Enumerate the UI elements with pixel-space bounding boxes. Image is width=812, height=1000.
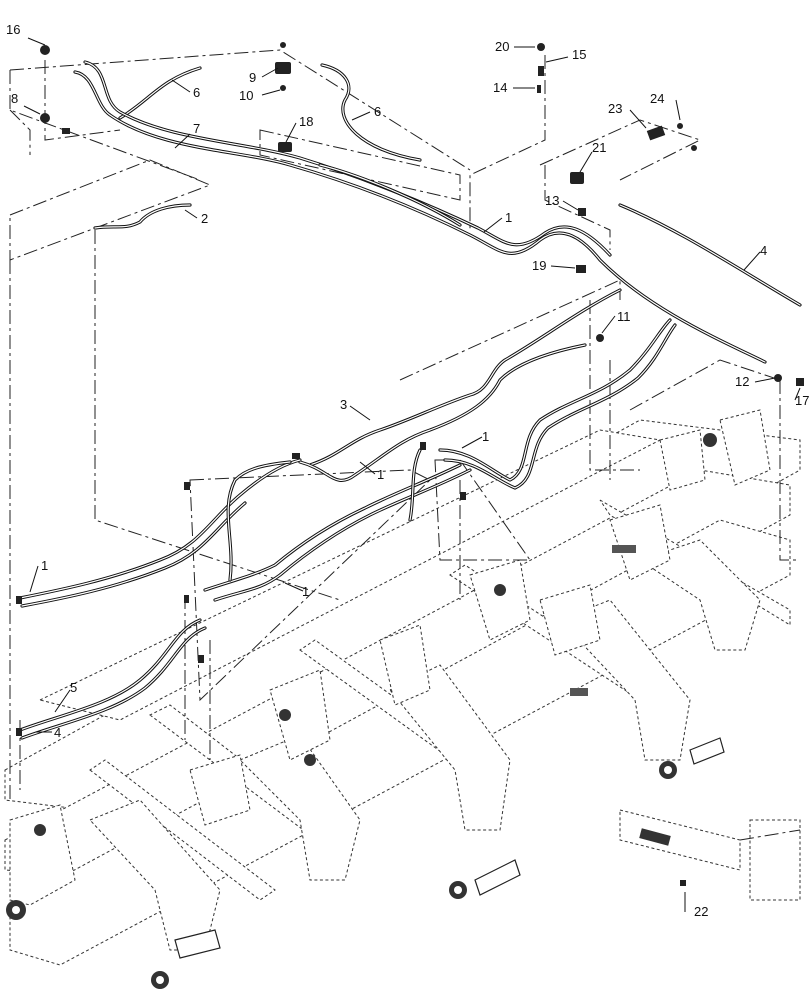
callout-6-left: 6: [193, 85, 200, 100]
callout-10: 10: [239, 88, 253, 103]
fittings: [16, 42, 804, 886]
callout-4-right: 4: [760, 243, 767, 258]
callout-1-right: 1: [482, 429, 489, 444]
callout-1-top: 1: [505, 210, 512, 225]
callout-labels: 16 8 9 10 6 7 18 20 15 14 6 23 24 21 13 …: [6, 22, 809, 919]
callout-16: 16: [6, 22, 20, 37]
callout-9: 9: [249, 70, 256, 85]
callout-8: 8: [11, 91, 18, 106]
implement-frame: [4, 409, 801, 989]
callout-7: 7: [193, 121, 200, 136]
callout-2: 2: [201, 211, 208, 226]
callout-14: 14: [493, 80, 507, 95]
callout-6-right: 6: [374, 104, 381, 119]
callout-23: 23: [608, 101, 622, 116]
callout-4-left: 4: [54, 725, 61, 740]
callout-1-left: 1: [41, 558, 48, 573]
hoses: [18, 60, 802, 740]
callout-3: 3: [340, 397, 347, 412]
callout-13: 13: [545, 193, 559, 208]
callout-17: 17: [795, 393, 809, 408]
callout-19: 19: [532, 258, 546, 273]
callout-11: 11: [617, 309, 631, 324]
callout-1-center: 1: [377, 467, 384, 482]
callout-24: 24: [650, 91, 664, 106]
callout-18: 18: [299, 114, 313, 129]
callout-12: 12: [735, 374, 749, 389]
callout-5: 5: [70, 680, 77, 695]
callout-21: 21: [592, 140, 606, 155]
callout-leaders: [23, 37, 801, 912]
callout-22: 22: [694, 904, 708, 919]
callout-1-lower: 1: [302, 584, 309, 599]
callout-20: 20: [495, 39, 509, 54]
callout-15: 15: [572, 47, 586, 62]
